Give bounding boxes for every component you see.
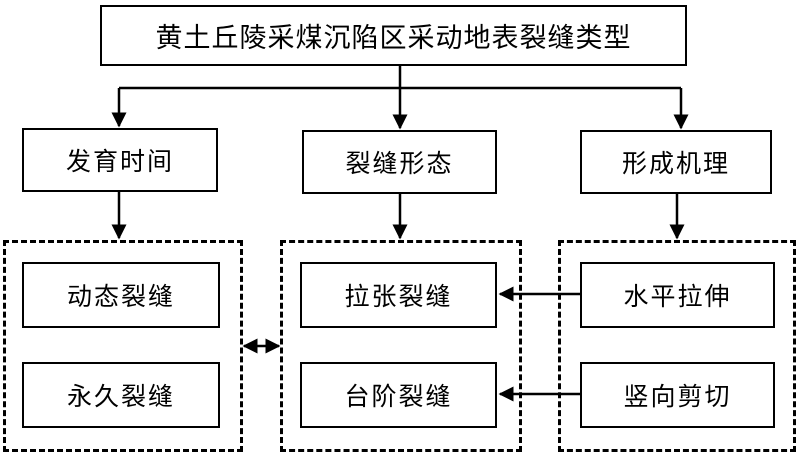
node-category-morphology[interactable]: 裂缝形态: [302, 130, 497, 194]
node-step-fissure[interactable]: 台阶裂缝: [300, 362, 497, 428]
node-permanent-fissure[interactable]: 永久裂缝: [22, 362, 220, 428]
node-horizontal-tension[interactable]: 水平拉伸: [580, 262, 775, 328]
node-category-time[interactable]: 发育时间: [22, 128, 218, 192]
trunk-connector: [119, 66, 681, 90]
group-box-mechanism: [558, 240, 796, 452]
node-title[interactable]: 黄土丘陵采煤沉陷区采动地表裂缝类型: [100, 5, 687, 66]
node-tensile-fissure[interactable]: 拉张裂缝: [300, 262, 497, 328]
node-category-mechanism[interactable]: 形成机理: [580, 130, 772, 194]
node-dynamic-fissure[interactable]: 动态裂缝: [22, 262, 220, 328]
group-box-morphology: [280, 240, 522, 452]
group-box-time: [3, 240, 243, 452]
node-vertical-shear[interactable]: 竖向剪切: [580, 362, 775, 428]
